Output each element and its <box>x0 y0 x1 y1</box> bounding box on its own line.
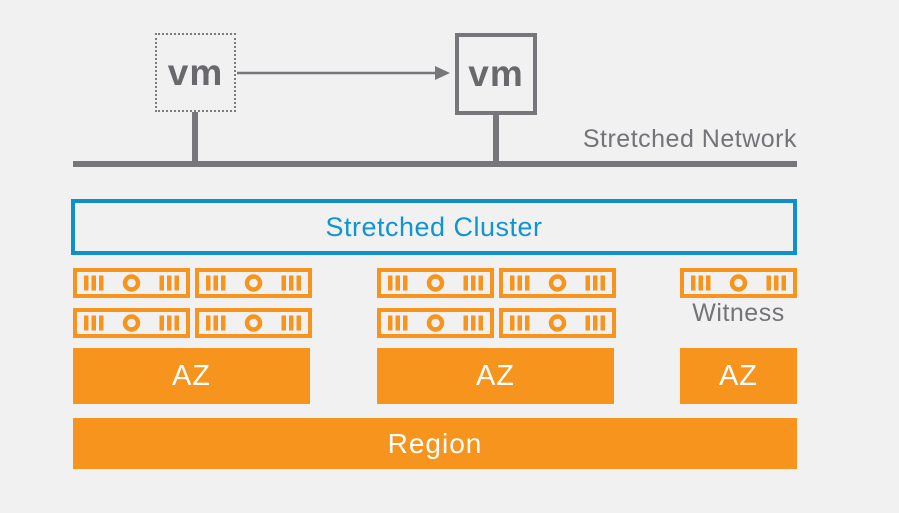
az-label: AZ <box>475 359 516 392</box>
vm-target-label: vm <box>468 53 524 94</box>
stretched-cluster-box: Stretched Cluster <box>71 199 797 255</box>
server-icon <box>499 308 616 338</box>
az-box-3: AZ <box>680 348 797 404</box>
az-box-1: AZ <box>73 348 310 404</box>
witness-label: Witness <box>692 299 785 327</box>
server-icon <box>377 308 494 338</box>
region-box: Region <box>73 418 797 469</box>
server-icon <box>499 268 616 298</box>
server-icon <box>195 268 312 298</box>
server-group-az1 <box>73 268 312 338</box>
region-label: Region <box>387 427 483 459</box>
server-icon <box>73 268 190 298</box>
az-label: AZ <box>718 359 759 392</box>
stretched-cluster-label: Stretched Cluster <box>325 211 543 242</box>
az-box-2: AZ <box>377 348 614 404</box>
vm-source-label: vm <box>167 51 224 93</box>
server-icon <box>73 308 190 338</box>
witness-server-icon <box>680 268 797 298</box>
vm-source-network-stem <box>192 112 198 163</box>
server-group-az2 <box>377 268 616 338</box>
vm-migration-arrow-icon <box>237 66 450 80</box>
az-label: AZ <box>171 359 212 392</box>
vm-target-box: vm <box>455 33 537 115</box>
vm-source-box: vm <box>155 33 236 112</box>
vm-target-network-stem <box>493 115 499 163</box>
stretched-network-label: Stretched Network <box>582 125 797 153</box>
server-icon <box>377 268 494 298</box>
stretched-network-line <box>73 161 797 167</box>
server-icon <box>195 308 312 338</box>
witness-server-group <box>680 268 797 298</box>
